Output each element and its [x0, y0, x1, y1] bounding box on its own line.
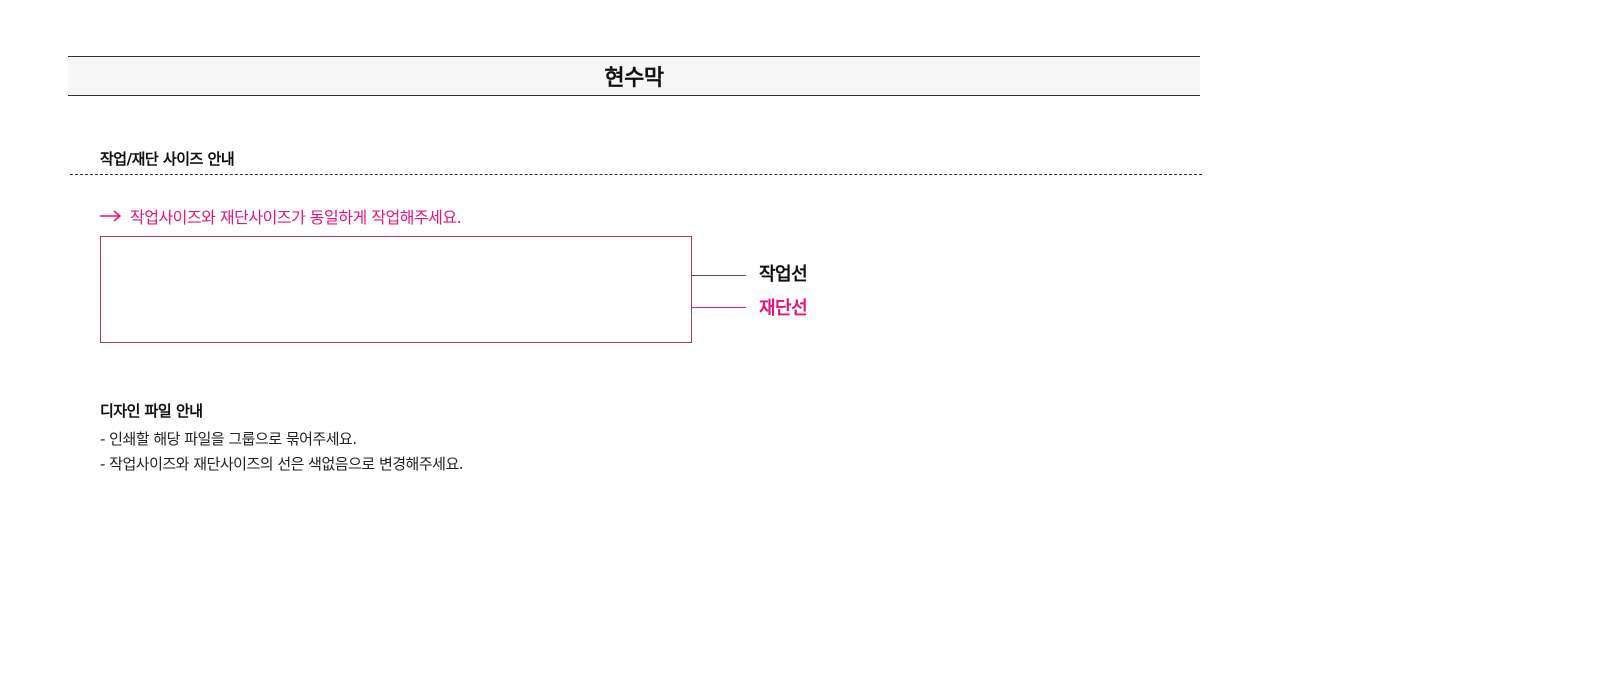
size-notice-text: 작업사이즈와 재단사이즈가 동일하게 작업해주세요. [130, 208, 462, 227]
dotted-divider [70, 174, 1202, 175]
work-line-leader [692, 275, 746, 276]
design-info-line: - 작업사이즈와 재단사이즈의 선은 색없음으로 변경해주세요. [100, 455, 464, 473]
design-info-line: - 인쇄할 해당 파일을 그룹으로 묶어주세요. [100, 430, 357, 448]
title-bar: 현수막 [68, 56, 1200, 96]
work-line-label: 작업선 [759, 264, 808, 285]
page-title: 현수막 [604, 66, 664, 91]
design-file-heading: 디자인 파일 안내 [100, 402, 203, 420]
size-guide-heading: 작업/재단 사이즈 안내 [100, 150, 235, 168]
arrow-right-icon [100, 210, 122, 222]
cut-line-label: 재단선 [759, 298, 808, 319]
size-notice: 작업사이즈와 재단사이즈가 동일하게 작업해주세요. [100, 204, 462, 228]
size-diagram-box [100, 236, 692, 343]
cut-line-leader [692, 307, 746, 308]
